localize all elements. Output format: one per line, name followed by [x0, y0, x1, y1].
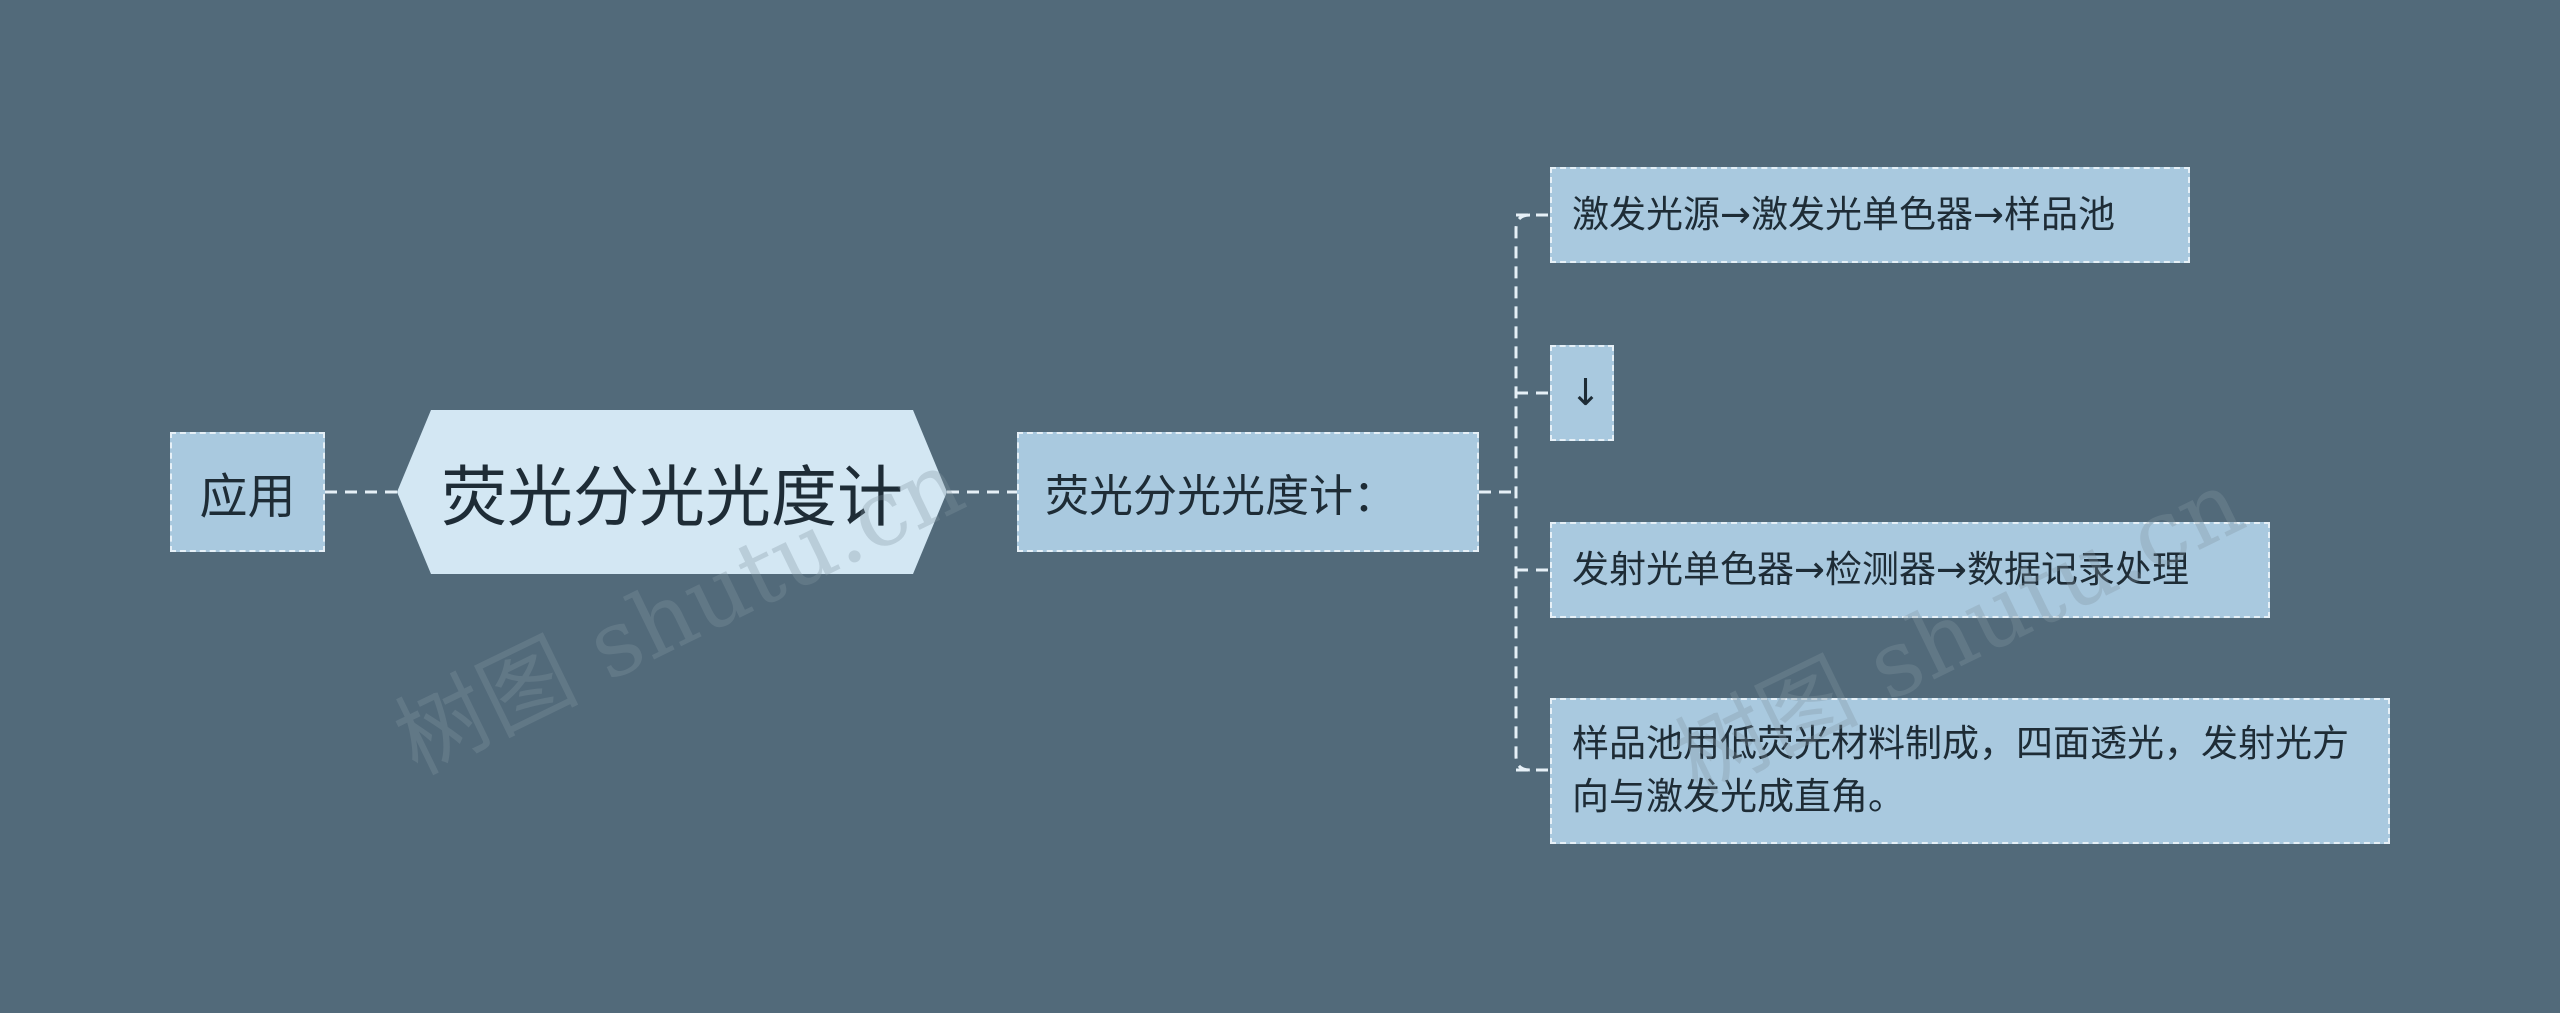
leaf-node-sample-cell-note[interactable]: 样品池用低荧光材料制成，四面透光，发射光方向与激发光成直角。: [1550, 698, 2390, 844]
root-node[interactable]: 荧光分光光度计: [397, 410, 947, 574]
node-fluorospectrophotometer[interactable]: 荧光分光光度计：: [1017, 432, 1479, 552]
node-application-label: 应用: [199, 469, 296, 525]
node-fluorospectrophotometer-label: 荧光分光光度计：: [1045, 471, 1397, 522]
connector-branch-trunk: [1514, 213, 1531, 772]
node-application[interactable]: 应用: [170, 432, 325, 552]
leaf-node-emission-path[interactable]: 发射光单色器→检测器→数据记录处理: [1550, 522, 2270, 618]
leaf-node-label: 激发光源→激发光单色器→样品池: [1572, 192, 2116, 236]
leaf-node-label: 发射光单色器→检测器→数据记录处理: [1572, 547, 2190, 591]
root-node-label: 荧光分光光度计: [441, 459, 903, 536]
leaf-node-label: 样品池用低荧光材料制成，四面透光，发射光方向与激发光成直角。: [1572, 722, 2349, 818]
leaf-node-arrow[interactable]: ↓: [1550, 345, 1614, 441]
leaf-node-excitation-path[interactable]: 激发光源→激发光单色器→样品池: [1550, 167, 2190, 263]
leaf-node-label: ↓: [1570, 370, 1602, 414]
